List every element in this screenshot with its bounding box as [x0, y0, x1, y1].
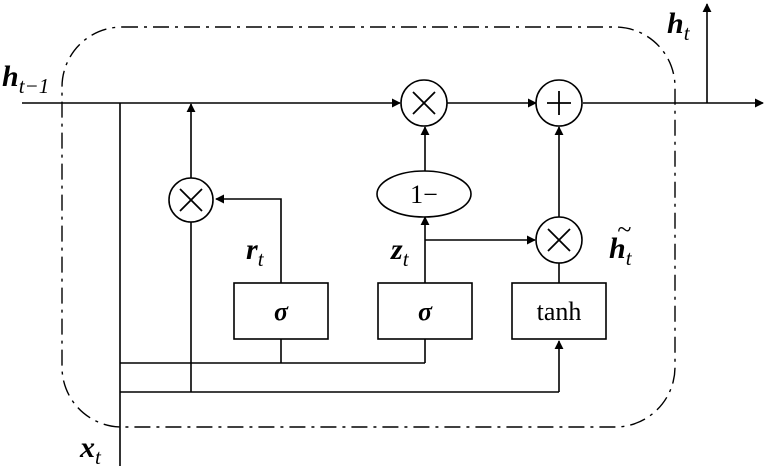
sigma-r-label: σ: [274, 297, 289, 326]
update-multiply-op: [400, 79, 448, 127]
one-minus-block: 1−: [376, 170, 472, 218]
add-op: [535, 79, 583, 127]
candidate-multiply-op: [535, 216, 583, 264]
sigma-r-block: σ: [233, 282, 329, 340]
h-prev-label: ht−1: [2, 60, 49, 98]
sigma-z-label: σ: [418, 297, 433, 326]
tanh-block: tanh: [511, 282, 607, 340]
r-t-label: rt: [246, 233, 265, 271]
h-t-label: ht: [667, 7, 691, 45]
r-t-line: [215, 194, 282, 283]
z-t-label: zt: [390, 233, 410, 271]
wires: [22, 3, 764, 466]
x-t-label: xt: [79, 431, 102, 469]
multiply-icon: [547, 228, 571, 252]
tilde-accent: ~: [617, 215, 631, 244]
multiply-icon: [179, 188, 203, 212]
plus-icon: [547, 91, 571, 115]
svg-text:ht: ht: [609, 232, 633, 270]
multiply-icon: [412, 91, 436, 115]
tanh-label: tanh: [537, 297, 582, 326]
cell-boundary: [61, 26, 676, 428]
reset-multiply-op: [168, 177, 214, 223]
one-minus-label: 1−: [410, 180, 438, 209]
h-tilde-label: ~ ht: [609, 215, 633, 270]
sigma-z-block: σ: [377, 282, 473, 340]
